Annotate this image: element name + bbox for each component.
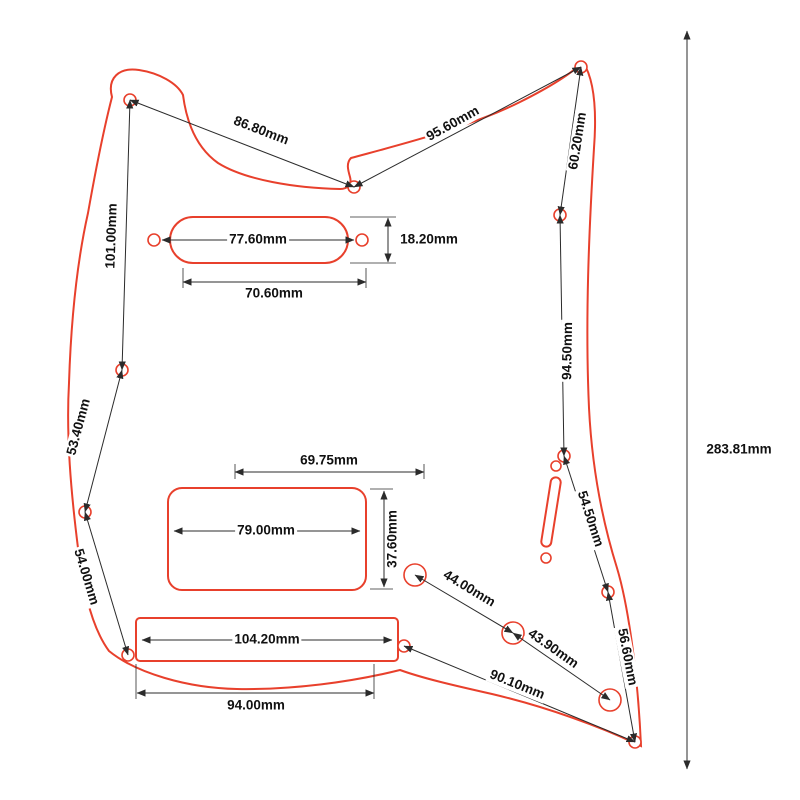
dim-line-upper-left-edge — [118, 99, 134, 371]
neck-pickup-screw-left — [147, 233, 161, 247]
dim-line-pot2-pot3 — [512, 632, 611, 701]
dim-label-mid-right-edge: 94.50mm — [559, 319, 576, 383]
dim-label-humbucker-height: 37.60mm — [384, 508, 401, 570]
dim-label-upper-left-edge: 101.00mm — [102, 201, 121, 271]
dim-line-pot1-pot2 — [414, 574, 514, 634]
dim-label-neck-height: 18.20mm — [398, 231, 460, 248]
humbucker-cutout — [167, 487, 367, 591]
switch-screw-bottom — [540, 552, 552, 564]
dim-line-top-span-left — [129, 99, 355, 188]
dim-label-humbucker-top-span: 69.75mm — [298, 452, 360, 469]
switch-slot — [540, 476, 562, 548]
dim-label-humbucker-length: 79.00mm — [235, 522, 297, 539]
dim-label-neck-screw-span: 77.60mm — [227, 231, 289, 248]
dim-line-top-span-right — [353, 66, 582, 188]
dim-line-lower-left-edge — [84, 511, 129, 656]
dim-label-overall-length: 283.81mm — [704, 441, 774, 458]
dim-label-tremolo-screw-span: 94.00mm — [225, 697, 287, 714]
switch-screw-top — [550, 460, 562, 472]
dim-label-tremolo-length: 104.20mm — [232, 631, 302, 648]
dim-label-neck-length: 70.60mm — [243, 285, 305, 302]
neck-pickup-screw-right — [355, 233, 369, 247]
dim-line-mid-left-edge — [83, 369, 124, 513]
